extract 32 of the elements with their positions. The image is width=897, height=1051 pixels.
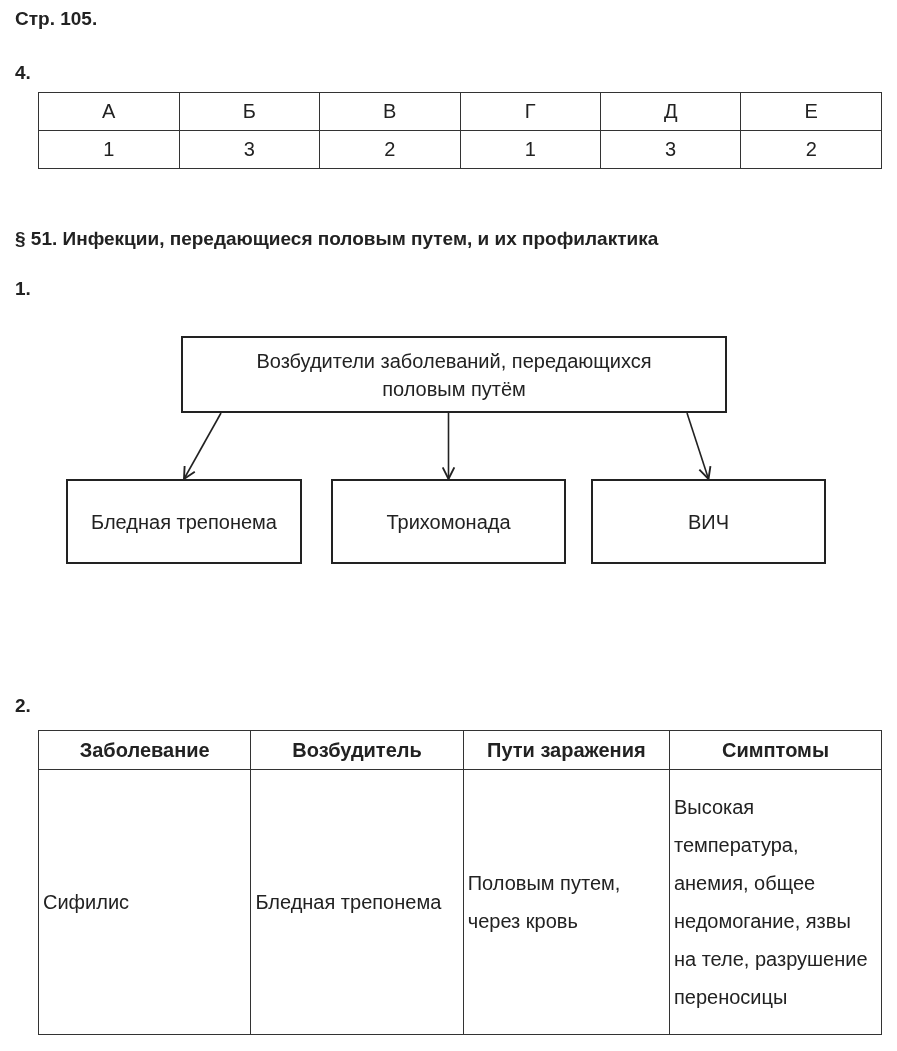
- table-header-cell: Заболевание: [38, 730, 251, 770]
- pathogen-box: Бледная трепонема: [66, 479, 302, 564]
- table-cell: Бледная трепонема: [250, 769, 464, 1035]
- table-cell: Б: [179, 92, 320, 131]
- pathogen-box: Трихомонада: [331, 479, 566, 564]
- page-heading: Стр. 105.: [15, 8, 98, 30]
- table-cell: 2: [319, 130, 461, 169]
- table-header-cell: Симптомы: [669, 730, 882, 770]
- arrow: [441, 412, 456, 480]
- arrow: [686, 412, 712, 480]
- table-cell: 3: [600, 130, 741, 169]
- table-cell: Е: [740, 92, 882, 131]
- table-cell: В: [319, 92, 461, 131]
- table-header-cell: Возбудитель: [250, 730, 464, 770]
- section-title: § 51. Инфекции, передающиеся половым путем, и их профилактика: [15, 228, 659, 250]
- table-header-cell: Пути заражения: [463, 730, 670, 770]
- table-cell: 1: [38, 130, 179, 169]
- table-cell: 3: [179, 130, 320, 169]
- table-cell: Д: [600, 92, 741, 131]
- table-cell: Половым путем, через кровь: [463, 769, 670, 1035]
- item-number: 1.: [15, 278, 31, 300]
- arrow: [183, 412, 222, 480]
- pathogen-box: ВИЧ: [591, 479, 826, 564]
- table-cell: Высокая температура, анемия, общее недомогание, язвы на теле, разрушение переносицы: [669, 769, 882, 1035]
- table-cell: Г: [460, 92, 601, 131]
- table-cell: А: [38, 92, 179, 131]
- table-cell: 2: [740, 130, 882, 169]
- table-cell: 1: [460, 130, 601, 169]
- table-cell: Сифилис: [38, 769, 251, 1035]
- item-number: 4.: [15, 62, 31, 84]
- item-number: 2.: [15, 695, 31, 717]
- category-box: Возбудители заболеваний, передающихся половым путём: [181, 336, 727, 413]
